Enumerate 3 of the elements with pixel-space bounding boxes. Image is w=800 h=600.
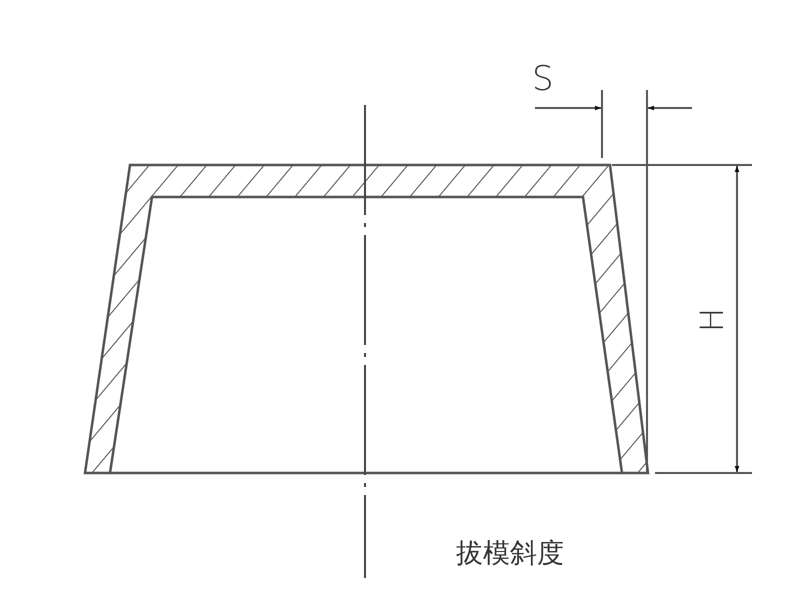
dimension-label: S [532, 62, 554, 96]
caption: 拔模斜度 [456, 540, 564, 567]
dimension-label: H [696, 308, 728, 332]
